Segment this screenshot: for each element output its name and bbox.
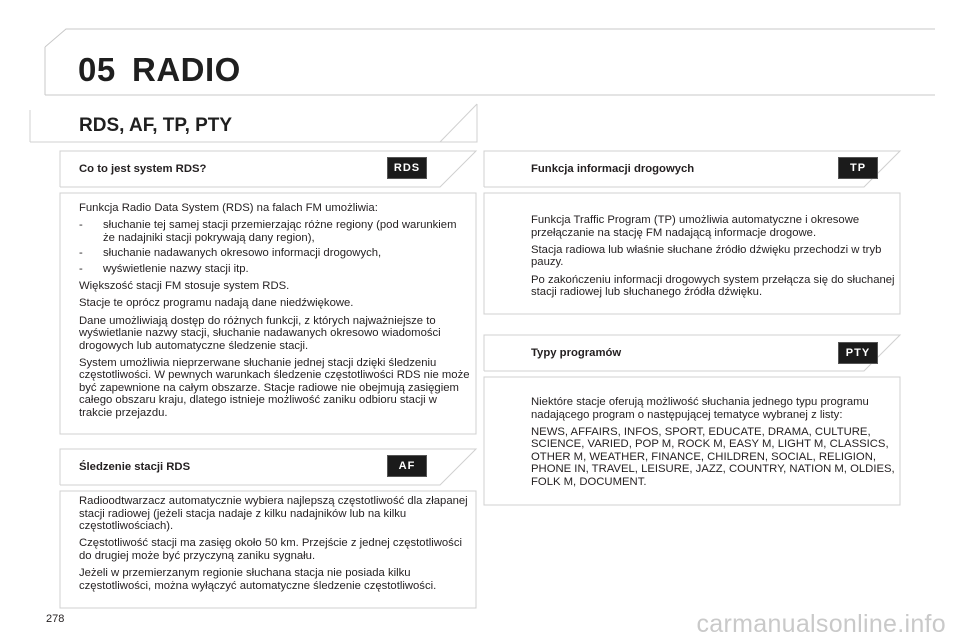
tp-paragraph: Po zakończeniu informacji drogowych syst…	[531, 273, 895, 299]
tp-section-text: Funkcja Traffic Program (TP) umożliwia a…	[531, 214, 895, 303]
af-paragraph: Częstotliwość stacji ma zasięg około 50 …	[79, 537, 462, 562]
pty-badge-icon: PTY	[838, 342, 878, 364]
pty-section-text: Niektóre stacje oferują możliwość słucha…	[531, 396, 895, 493]
list-item: -wyświetlenie nazwy stacji itp.	[79, 262, 249, 275]
rds-paragraph: Stacje te oprócz programu nadają dane ni…	[79, 297, 354, 310]
rds-intro: Funkcja Radio Data System (RDS) na falac…	[79, 202, 378, 214]
af-paragraph: Jeżeli w przemierzanym regionie słuchana…	[79, 567, 437, 592]
watermark: carmanualsonline.info	[696, 610, 946, 638]
rds-section-text: Funkcja Radio Data System (RDS) na falac…	[79, 202, 471, 424]
rds-feature-list: -słuchanie tej samej stacji przemierzają…	[79, 219, 471, 275]
rds-paragraph: Większość stacji FM stosuje system RDS.	[79, 280, 290, 293]
tp-paragraph: Funkcja Traffic Program (TP) umożliwia a…	[531, 214, 860, 239]
chapter-title: RADIO	[132, 51, 241, 88]
pty-section-title: Typy programów	[531, 347, 622, 359]
af-section-title: Śledzenie stacji RDS	[79, 461, 191, 473]
rds-paragraph: Dane umożliwiają dostęp do różnych funkc…	[79, 314, 441, 352]
af-paragraph: Radioodtwarzacz automatycznie wybiera na…	[79, 495, 468, 532]
tp-badge-icon: TP	[838, 157, 878, 179]
rds-section-title: Co to jest system RDS?	[79, 163, 207, 175]
pty-paragraph: Niektóre stacje oferują możliwość słucha…	[531, 396, 869, 421]
section-title: RDS, AF, TP, PTY	[79, 115, 233, 136]
list-item: -słuchanie nadawanych okresowo informacj…	[79, 247, 382, 260]
af-badge-icon: AF	[387, 455, 427, 477]
pty-paragraph: NEWS, AFFAIRS, INFOS, SPORT, EDUCATE, DR…	[531, 425, 895, 488]
af-section-text: Radioodtwarzacz automatycznie wybiera na…	[79, 495, 471, 597]
chapter-number: 05	[78, 51, 116, 88]
tp-section-title: Funkcja informacji drogowych	[531, 163, 695, 175]
tp-paragraph: Stacja radiowa lub właśnie słuchane źród…	[531, 243, 882, 269]
rds-badge-icon: RDS	[387, 157, 427, 179]
rds-paragraph: System umożliwia nieprzerwane słuchanie …	[79, 356, 470, 419]
list-item: -słuchanie tej samej stacji przemierzają…	[79, 219, 457, 244]
page-number: 278	[46, 613, 65, 625]
